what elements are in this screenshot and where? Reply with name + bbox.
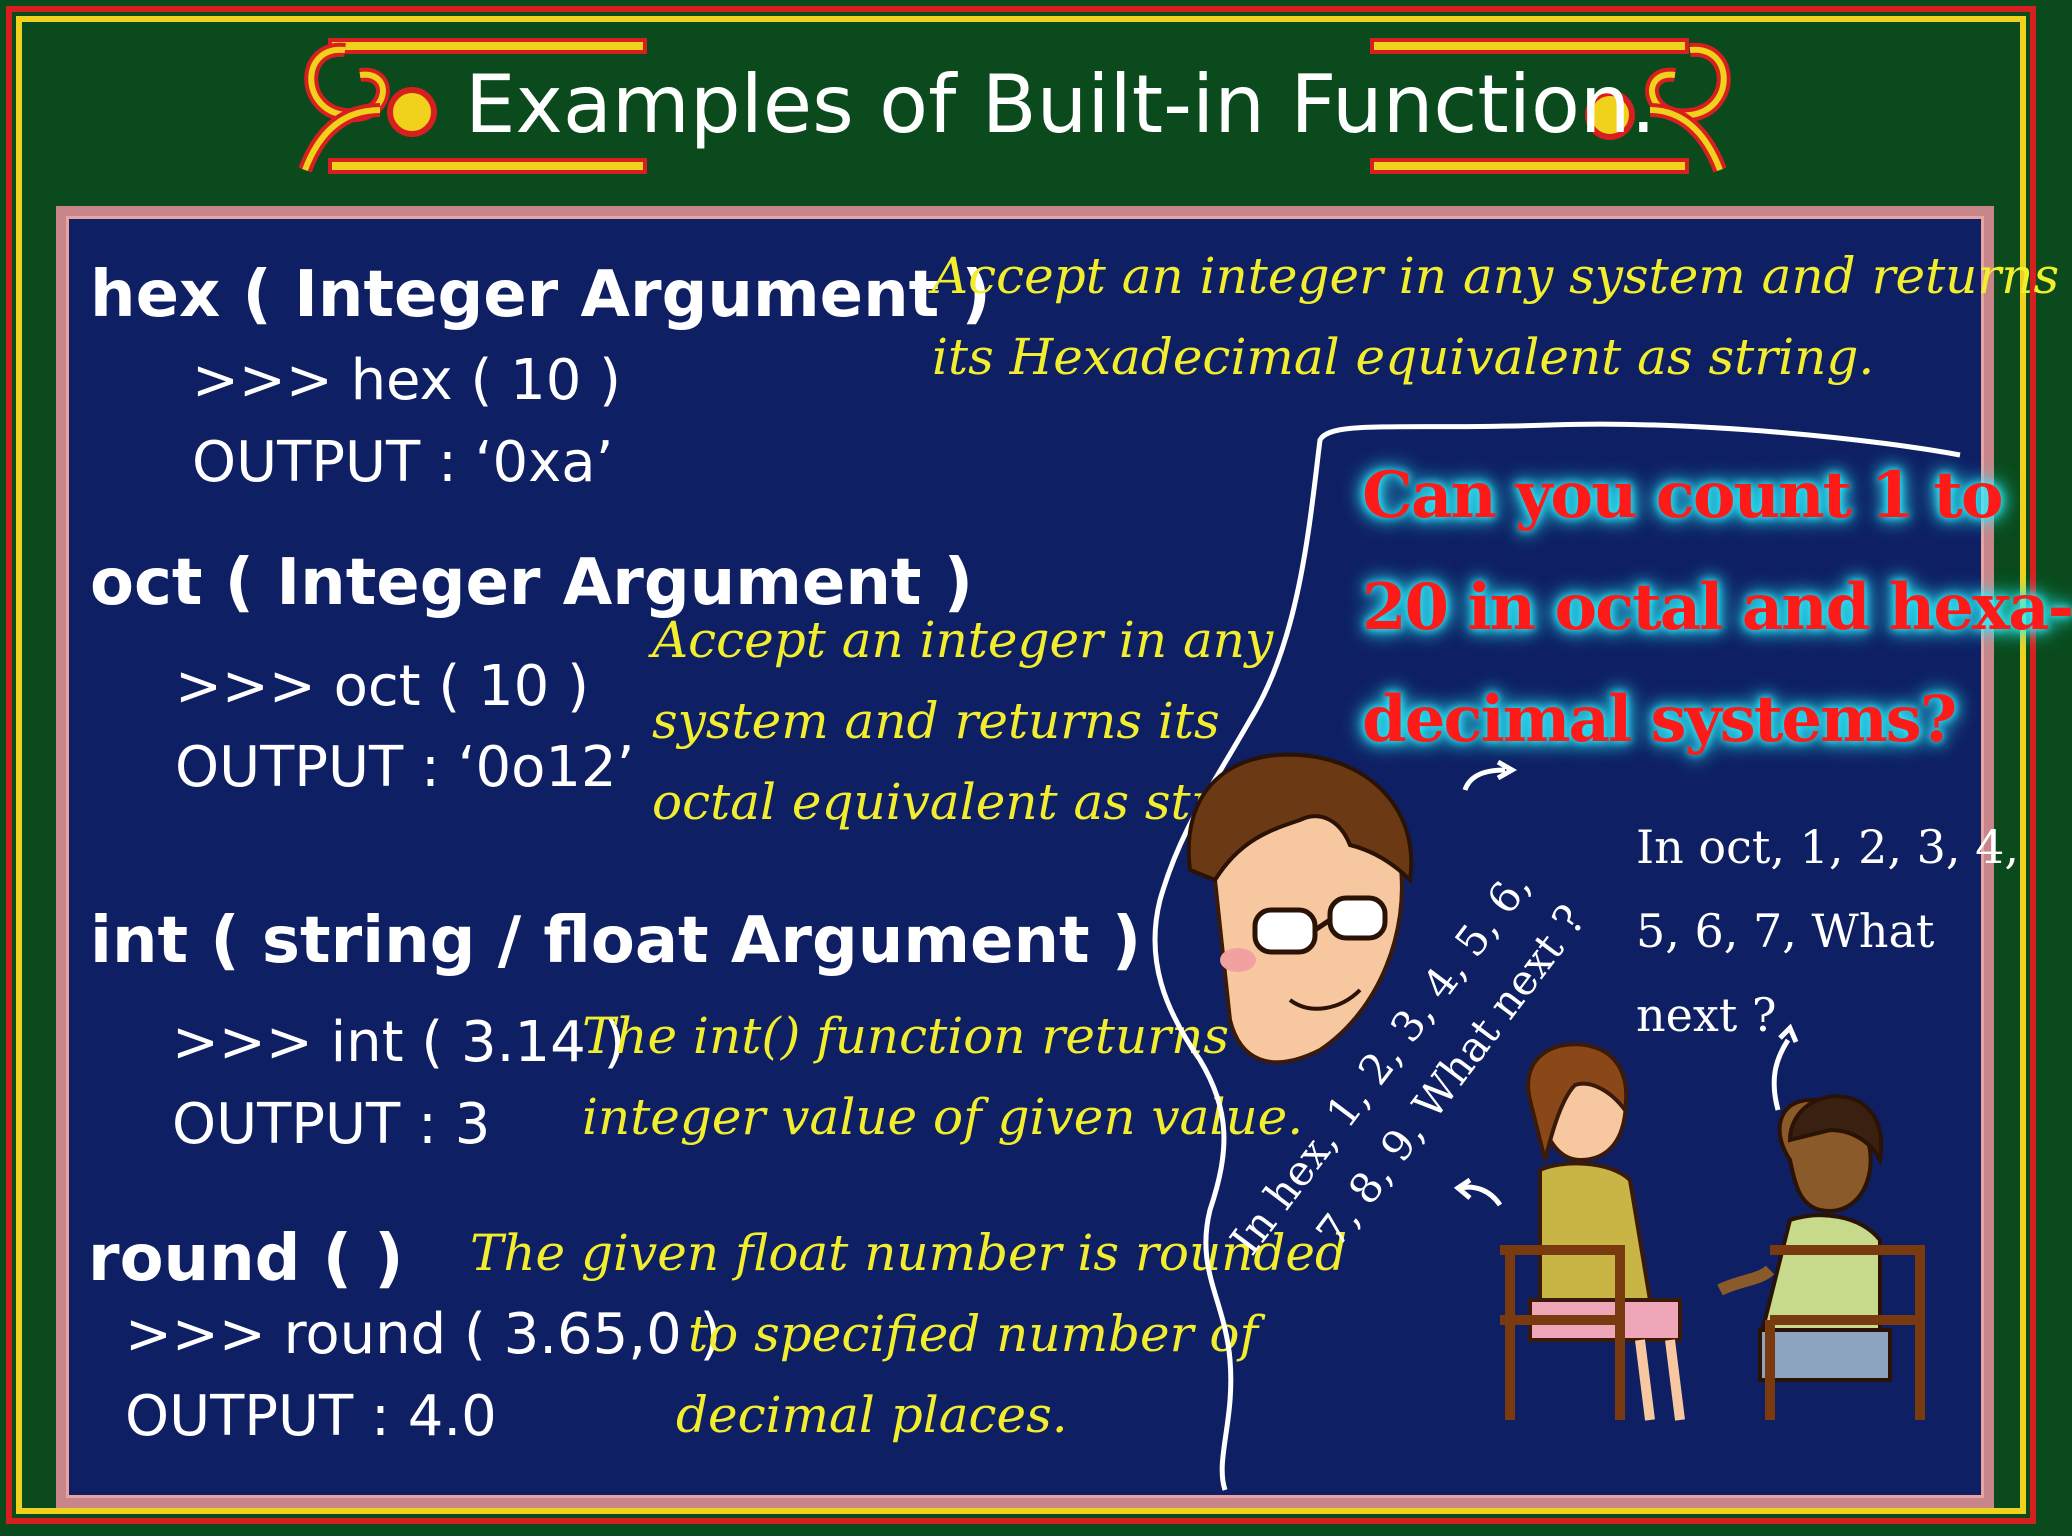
- student-girl-icon: [1500, 1042, 1685, 1421]
- round-desc-line1: The given float number is rounded: [470, 1224, 1347, 1282]
- speech-oct-line3: next ?: [1636, 988, 1777, 1042]
- int-code: >>> int ( 3.14 ): [172, 1010, 626, 1075]
- speech-oct-line1: In oct, 1, 2, 3, 4,: [1636, 820, 2020, 874]
- outer-red-border: [6, 6, 2036, 1524]
- content-panel: [66, 216, 1984, 1498]
- int-output: OUTPUT : 3: [172, 1092, 491, 1157]
- oct-code: >>> oct ( 10 ): [175, 654, 589, 719]
- bubble-line2: 20 in octal and hexa-: [1362, 570, 2072, 645]
- round-heading: round ( ): [88, 1222, 404, 1296]
- int-desc-line2: integer value of given value.: [582, 1088, 1304, 1146]
- outer-yellow-border: [16, 16, 2026, 1514]
- oct-desc-line1: Accept an integer in any: [652, 611, 1274, 669]
- hex-output: OUTPUT : ‘0xa’: [192, 430, 614, 495]
- hex-heading: hex ( Integer Argument ): [90, 258, 991, 332]
- speech-oct-line2: 5, 6, 7, What: [1636, 904, 1935, 958]
- speech-oct: In oct, 1, 2, 3, 4, 5, 6, 7, What next ?: [1636, 805, 2019, 1057]
- thought-bubble: Can you count 1 to 20 in octal and hexa-…: [1362, 440, 2072, 776]
- oct-output: OUTPUT : ‘0o12’: [175, 735, 635, 800]
- bubble-line1: Can you count 1 to: [1362, 458, 2004, 533]
- int-desc-line1: The int() function returns: [582, 1007, 1229, 1065]
- slide-title: Examples of Built-in Function.: [465, 58, 1657, 151]
- round-desc-line3: decimal places.: [676, 1386, 1068, 1444]
- oct-desc-line2: system and returns its: [652, 692, 1220, 750]
- round-desc-line2: to specified number of: [688, 1305, 1258, 1363]
- round-code: >>> round ( 3.65,0 ): [125, 1302, 722, 1367]
- hex-desc-line2: its Hexadecimal equivalent as string.: [932, 328, 1875, 386]
- student-boy-icon: [1717, 1094, 1925, 1420]
- hex-code: >>> hex ( 10 ): [192, 348, 622, 413]
- int-heading: int ( string / float Argument ): [90, 904, 1142, 978]
- hex-desc-line1: Accept an integer in any system and retu…: [932, 247, 2060, 305]
- teacher-face-icon: [1186, 752, 1518, 1065]
- round-output: OUTPUT : 4.0: [125, 1384, 497, 1449]
- oct-heading: oct ( Integer Argument ): [90, 546, 973, 620]
- bubble-line3: decimal systems?: [1362, 682, 1957, 757]
